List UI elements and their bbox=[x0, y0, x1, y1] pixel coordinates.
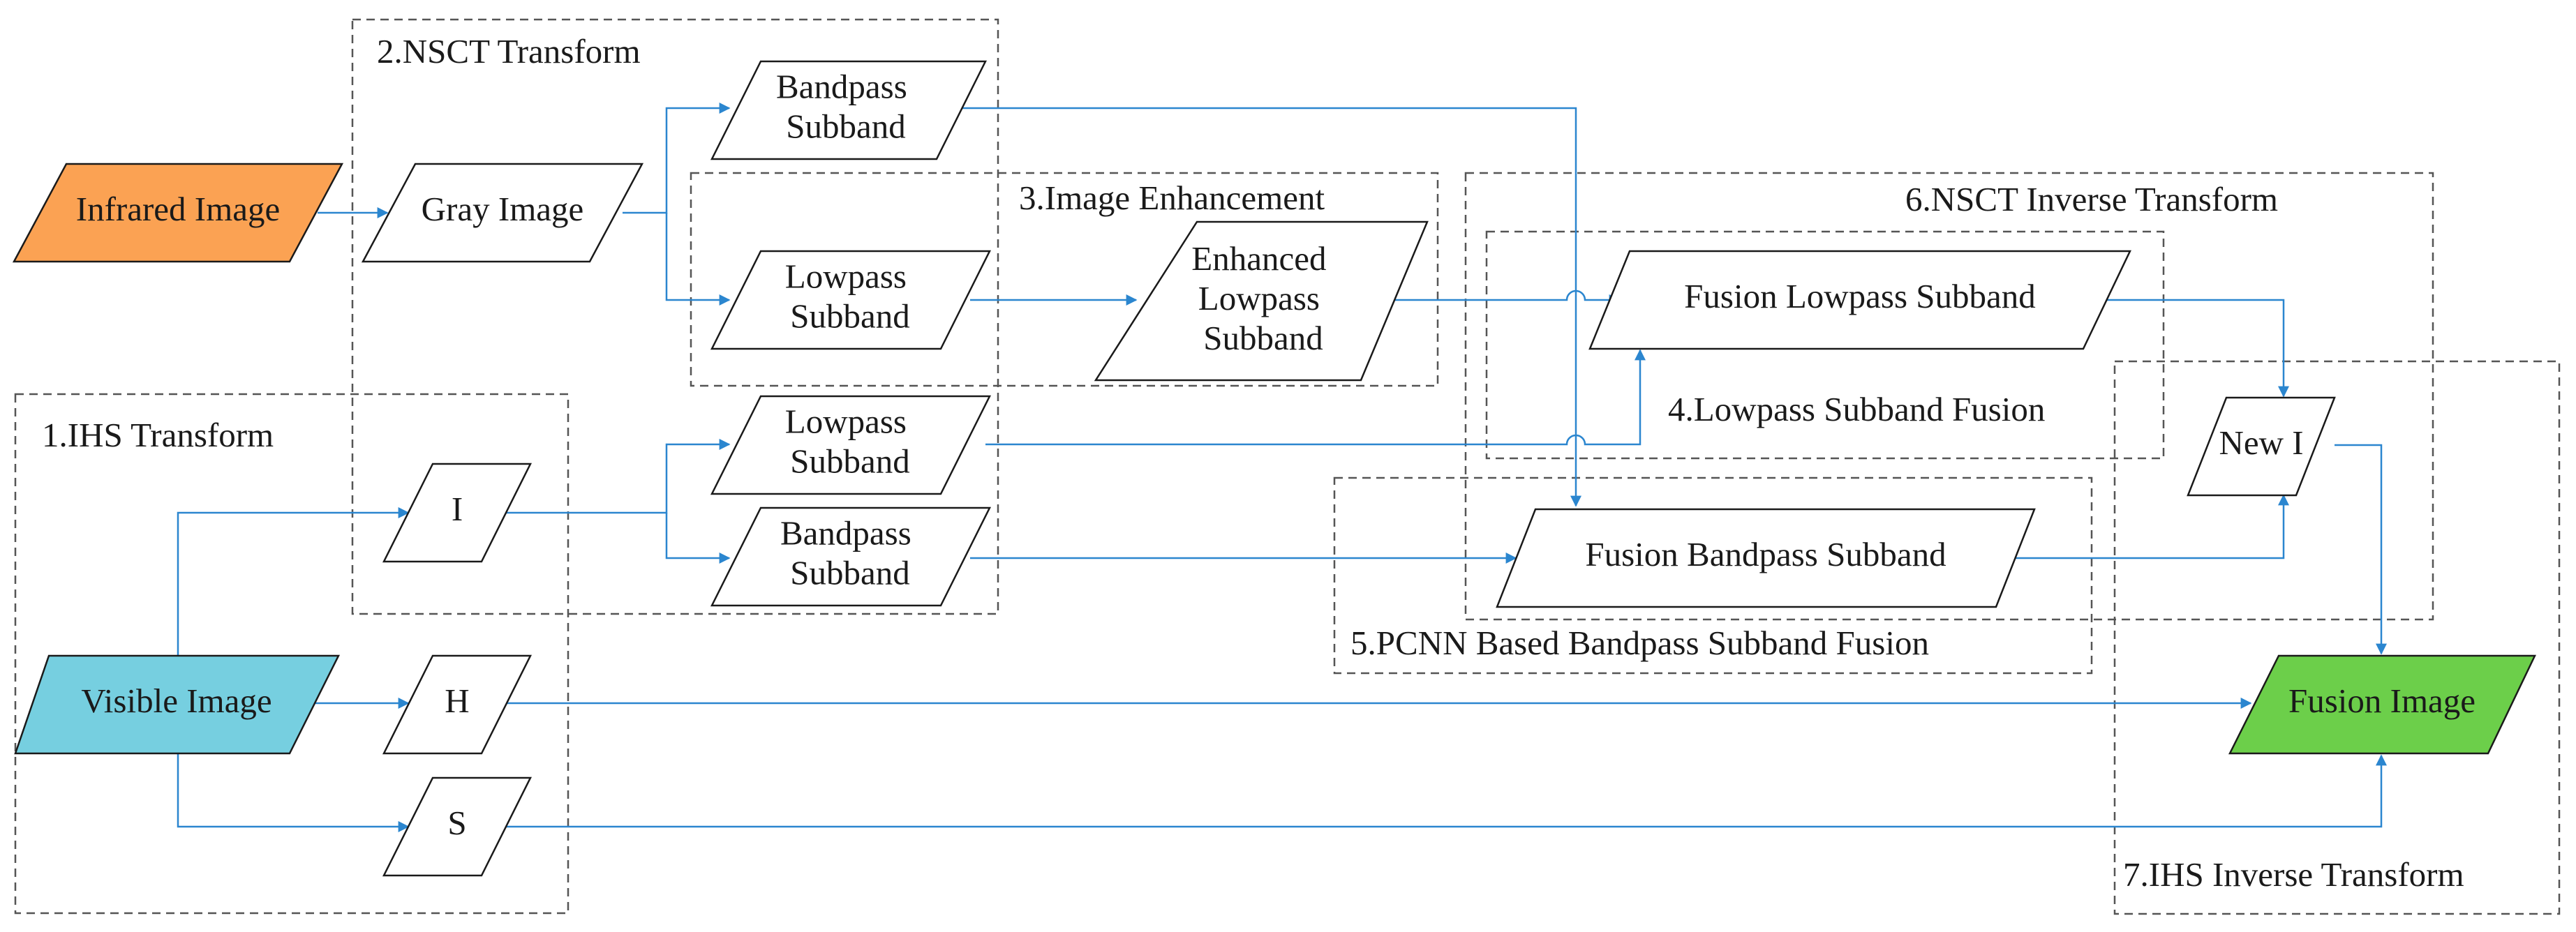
group-label-enhance: 3.Image Enhancement bbox=[1019, 179, 1325, 217]
node-i-label: I bbox=[452, 490, 463, 528]
edge-low2-to-fuslow bbox=[985, 349, 1646, 446]
node-fusion: Fusion Image bbox=[2228, 654, 2536, 755]
edge-i-to-low2 bbox=[506, 439, 731, 514]
node-low1-label: Lowpass Subband bbox=[785, 257, 915, 336]
node-h-shape bbox=[382, 654, 533, 755]
node-fusband-shape bbox=[1496, 508, 2036, 608]
edge-newi-to-fusion bbox=[2335, 444, 2387, 655]
node-newi: New I bbox=[2187, 396, 2336, 497]
node-newi-label: New I bbox=[2219, 423, 2303, 462]
group-box-ihs bbox=[14, 393, 569, 915]
group-label-nsctinv: 6.NSCT Inverse Transform bbox=[1905, 180, 2278, 218]
node-s-shape bbox=[382, 776, 533, 877]
group-label-nsct: 2.NSCT Transform bbox=[377, 32, 641, 70]
connectors bbox=[177, 103, 2387, 832]
node-low2-shape bbox=[710, 395, 992, 495]
group-box-pcnn bbox=[1333, 476, 2093, 675]
edge-enh-to-fuslow bbox=[1389, 290, 1621, 306]
group-label-lowfusion: 4.Lowpass Subband Fusion bbox=[1668, 390, 2045, 428]
group-box-ihsinv bbox=[2113, 360, 2561, 915]
node-fusband-label: Fusion Bandpass Subband bbox=[1585, 535, 1946, 573]
node-infrared-label: Infrared Image bbox=[76, 190, 280, 228]
group-boxes: 2.NSCT Transform 3.Image Enhancement 6.N… bbox=[14, 18, 2561, 915]
node-fusion-shape bbox=[2228, 654, 2536, 755]
group-box-enhance bbox=[690, 172, 1439, 387]
group-box-nsctinv bbox=[1464, 172, 2434, 621]
node-infrared-shape bbox=[12, 163, 344, 263]
node-i: I bbox=[382, 463, 533, 563]
node-band1: Bandpass Subband bbox=[710, 60, 988, 160]
node-fusion-label: Fusion Image bbox=[2288, 682, 2476, 720]
node-low1: Lowpass Subband bbox=[710, 250, 992, 350]
node-h-label: H bbox=[445, 682, 469, 720]
node-band1-shape bbox=[710, 60, 988, 160]
group-box-nsct bbox=[351, 18, 999, 615]
node-fuslow: Fusion Lowpass Subband bbox=[1588, 250, 2131, 350]
node-low2: Lowpass Subband bbox=[710, 395, 992, 495]
node-enh-shape bbox=[1094, 220, 1429, 382]
node-fuslow-label: Fusion Lowpass Subband bbox=[1684, 277, 2036, 315]
edge-s-to-fusion bbox=[506, 754, 2387, 828]
node-enh-label: Enhanced Lowpass Subband bbox=[1191, 239, 1334, 357]
node-visible-label: Visible Image bbox=[81, 682, 271, 720]
group-label-ihs: 1.IHS Transform bbox=[42, 416, 274, 454]
node-infrared: Infrared Image bbox=[12, 163, 344, 263]
edge-visible-to-i bbox=[177, 507, 410, 656]
node-visible: Visible Image bbox=[14, 654, 341, 755]
node-s: S bbox=[382, 776, 533, 877]
node-enh: Enhanced Lowpass Subband bbox=[1094, 220, 1429, 382]
node-low2-label: Lowpass Subband bbox=[785, 403, 915, 481]
edge-gray-to-band1 bbox=[623, 103, 731, 214]
edge-fuslow-to-newi bbox=[2101, 299, 2289, 398]
node-fuslow-shape bbox=[1588, 250, 2131, 350]
node-h: H bbox=[382, 654, 533, 755]
node-fusband: Fusion Bandpass Subband bbox=[1496, 508, 2036, 608]
node-newi-shape bbox=[2187, 396, 2336, 497]
node-band2: Bandpass Subband bbox=[710, 506, 992, 607]
group-box-lowfusion bbox=[1485, 230, 2165, 460]
node-visible-shape bbox=[14, 654, 341, 755]
node-gray-label: Gray Image bbox=[422, 190, 584, 228]
node-i-shape bbox=[382, 463, 533, 563]
edge-fusband-to-newi bbox=[2002, 494, 2289, 559]
node-band2-shape bbox=[710, 506, 992, 607]
group-label-ihsinv: 7.IHS Inverse Transform bbox=[2123, 855, 2464, 894]
node-gray-shape bbox=[361, 163, 644, 263]
node-gray: Gray Image bbox=[361, 163, 644, 263]
edge-i-to-band2 bbox=[665, 513, 731, 564]
node-band1-label: Bandpass Subband bbox=[776, 68, 916, 146]
node-low1-shape bbox=[710, 250, 992, 350]
group-label-pcnn: 5.PCNN Based Bandpass Subband Fusion bbox=[1350, 624, 1929, 662]
node-band2-label: Bandpass Subband bbox=[780, 514, 920, 592]
edge-band1-to-fusband bbox=[958, 107, 1581, 507]
edge-gray-to-low1 bbox=[665, 213, 731, 306]
edge-visible-to-s bbox=[177, 753, 410, 832]
node-s-label: S bbox=[447, 804, 466, 842]
